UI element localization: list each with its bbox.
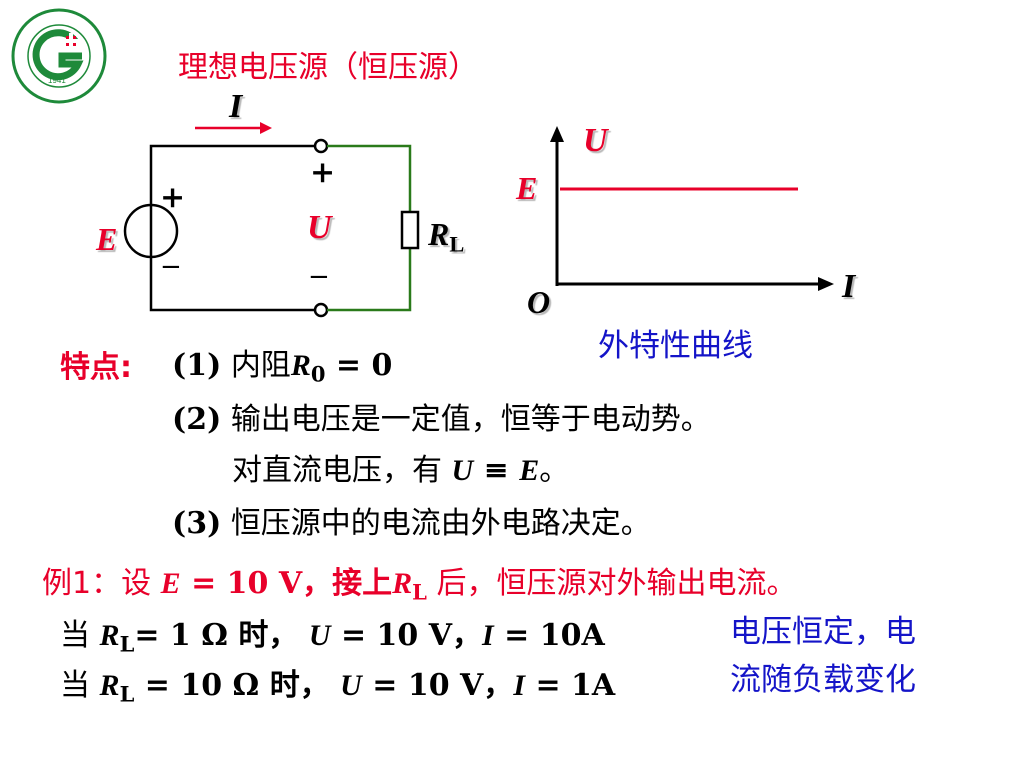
source-minus-sign: − — [160, 252, 182, 282]
source-plus-sign: + — [160, 180, 186, 215]
load-resistor-label: RL — [428, 216, 465, 257]
graph-caption: 外特性曲线 — [598, 328, 753, 364]
terminal-minus-sign: − — [308, 262, 330, 292]
example-statement: 例1：设 E = 10 V，接上RL 后，恒压源对外输出电流。 — [42, 566, 797, 605]
feature-item-1: (1) 内阻R0 = 0 — [172, 348, 393, 387]
source-label: E — [96, 221, 118, 257]
feature-item-2: (2) 输出电压是一定值，恒等于电动势。 — [172, 402, 711, 437]
graph-x-axis-label: I — [842, 268, 856, 305]
graph-origin-label: O — [527, 284, 551, 320]
current-label: I — [229, 88, 243, 125]
feature-item-2-line-2: 对直流电压，有 U ≡ E。 — [232, 453, 570, 488]
example-note-line-2: 流随负载变化 — [730, 662, 916, 698]
terminal-plus-sign: + — [310, 155, 336, 190]
example-note-line-1: 电压恒定，电 — [730, 614, 916, 650]
features-heading: 特点: — [60, 350, 132, 385]
university-logo — [11, 8, 107, 104]
graph-level-label: E — [516, 170, 538, 206]
terminal-voltage-label: U — [307, 209, 332, 246]
logo-year: 1941 — [48, 76, 66, 85]
page-title: 理想电压源（恒压源） — [178, 50, 478, 85]
example-row-2: 当 RL = 10 Ω 时， U = 10 V，I = 1A — [60, 668, 616, 707]
graph-y-axis-label: U — [583, 122, 608, 159]
example-row-1: 当 RL= 1 Ω 时， U = 10 V，I = 10A — [60, 618, 605, 657]
feature-item-3: (3) 恒压源中的电流由外电路决定。 — [172, 506, 651, 541]
